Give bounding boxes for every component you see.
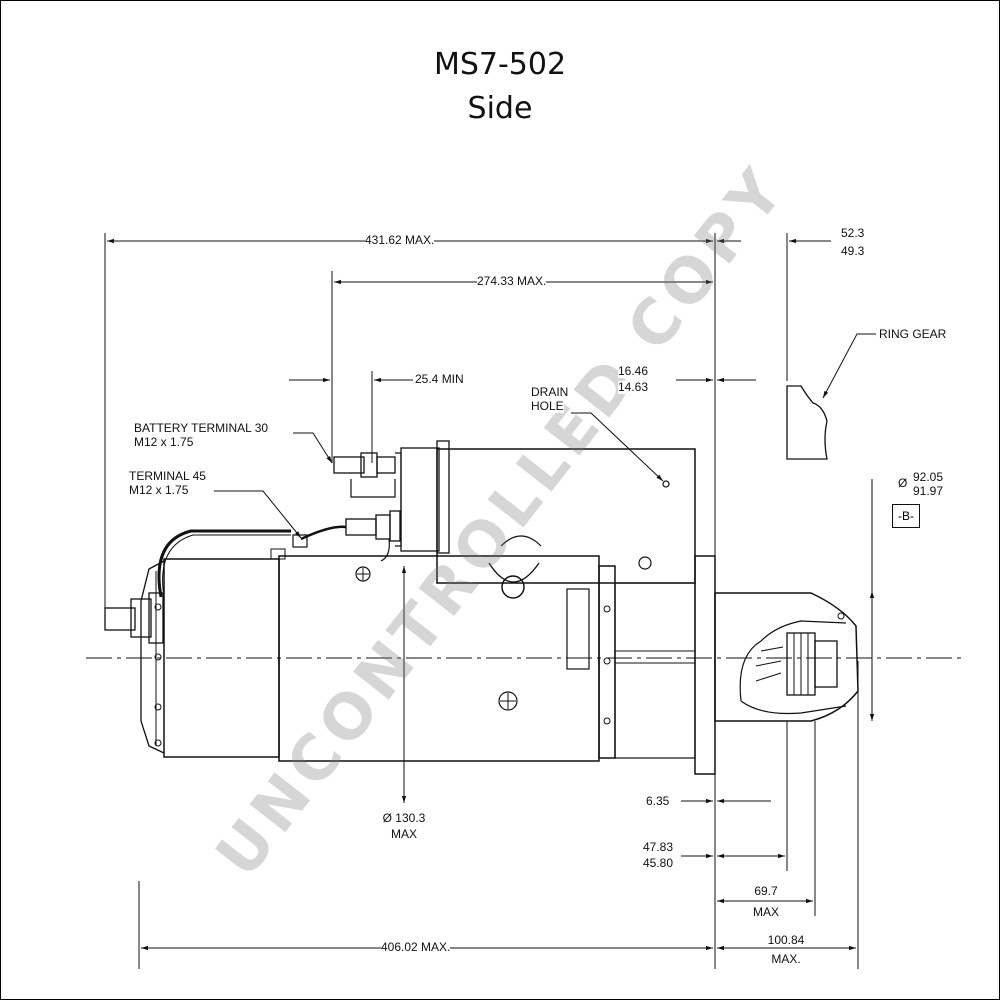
label-battery-2: M12 x 1.75	[134, 435, 194, 449]
leader-ring-gear	[822, 333, 876, 399]
drawing-subtitle: Side	[467, 91, 533, 126]
battery-terminal	[333, 456, 365, 474]
dim-text-52: 52.3	[841, 226, 865, 240]
dim-text-16: 16.46	[618, 364, 649, 378]
rear-stud	[104, 607, 136, 631]
drain-hole	[662, 480, 670, 488]
dim-text-431: 431.62 MAX.	[365, 233, 435, 247]
leader-battery	[293, 432, 333, 464]
leader-drain	[571, 412, 664, 482]
dim-text-49: 49.3	[841, 244, 865, 258]
terminal-45	[345, 518, 377, 536]
dim-text-697-max: MAX	[741, 906, 791, 919]
dim-text-92: 92.05	[913, 470, 944, 484]
dim-text-635: 6.35	[646, 794, 670, 808]
dim-text-14: 14.63	[618, 380, 649, 394]
screw-mid	[498, 691, 518, 711]
solenoid-body	[436, 448, 696, 584]
dim-text-10084: 100.84	[756, 934, 816, 947]
leader-terminal45	[214, 490, 302, 539]
cable	[157, 529, 291, 598]
dim-text-130-max: MAX	[369, 828, 439, 841]
dim-text-4783: 47.83	[643, 840, 674, 854]
screw-top	[355, 566, 371, 582]
label-battery-1: BATTERY TERMINAL 30	[134, 421, 269, 435]
label-drain-1: DRAIN	[531, 385, 569, 399]
dim-text-130: Ø 130.3	[369, 812, 439, 825]
ring-gear	[786, 385, 828, 460]
dim-text-697: 69.7	[741, 885, 791, 898]
datum-box-b: -B-	[892, 504, 920, 528]
dim-text-4580: 45.80	[643, 856, 674, 870]
nose-housing	[714, 592, 859, 722]
dim-text-dia-symbol: Ø	[898, 476, 908, 490]
label-terminal45-2: M12 x 1.75	[129, 483, 189, 497]
drawing-title: MS7-502	[433, 47, 567, 82]
dim-text-40602: 406.02 MAX.	[381, 940, 451, 954]
label-terminal45-1: TERMINAL 45	[129, 469, 206, 483]
dim-text-91: 91.97	[913, 484, 944, 498]
mounting-flange	[694, 555, 716, 775]
dim-text-274: 274.33 MAX.	[477, 274, 547, 288]
drive-housing	[598, 565, 616, 759]
label-drain-2: HOLE	[531, 399, 564, 413]
dim-text-10084-max: MAX.	[756, 953, 816, 966]
dim-text-25: 25.4 MIN	[415, 372, 464, 386]
label-ring-gear: RING GEAR	[879, 327, 947, 341]
